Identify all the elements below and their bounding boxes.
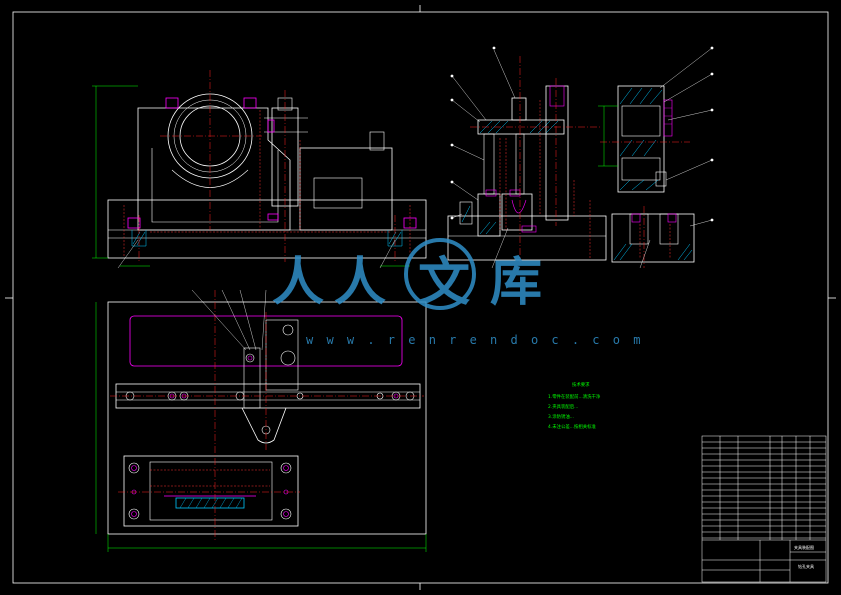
watermark-logo-ring: [404, 238, 476, 310]
notes-item-4: 4.未注公差...按相关标准: [548, 423, 597, 430]
notes-title: 技术要求: [572, 381, 590, 388]
front-housing: [137, 107, 291, 231]
top-base-outline: [107, 301, 427, 535]
watermark-char-3: 文: [418, 253, 470, 313]
watermark-char-4: 库: [490, 253, 542, 313]
notes-item-2: 2.夹具装配后...: [548, 403, 578, 410]
notes-item-3: 3.涂防锈油...: [548, 413, 574, 420]
front-view: [92, 70, 427, 269]
top-clamp-arm: [241, 407, 287, 444]
front-base-plate: [107, 199, 427, 259]
title-block: [701, 435, 827, 583]
title-block-name: 夹具装配图: [794, 544, 814, 550]
notes-item-1: 1.零件在装配前...清洗干净: [548, 393, 601, 400]
sheet-border: [5, 5, 836, 590]
technical-notes: 技术要求 1.零件在装配前...清洗干净 2.夹具装配后... 3.涂防锈油..…: [548, 381, 601, 430]
top-lower-block: [123, 455, 299, 527]
title-block-subtitle: 钻孔夹具: [798, 563, 814, 569]
ring-part: [617, 85, 665, 193]
side-view: [447, 46, 607, 269]
watermark: 人 人 文 库 w w w . r e n r e n d o c . c o …: [272, 238, 643, 347]
top-view: [95, 289, 427, 552]
watermark-url: w w w . r e n r e n d o c . c o m: [306, 333, 643, 347]
partial-section-view: [598, 46, 714, 269]
side-base: [447, 215, 607, 261]
watermark-char-2: 人: [334, 253, 386, 313]
watermark-char-1: 人: [272, 253, 324, 313]
